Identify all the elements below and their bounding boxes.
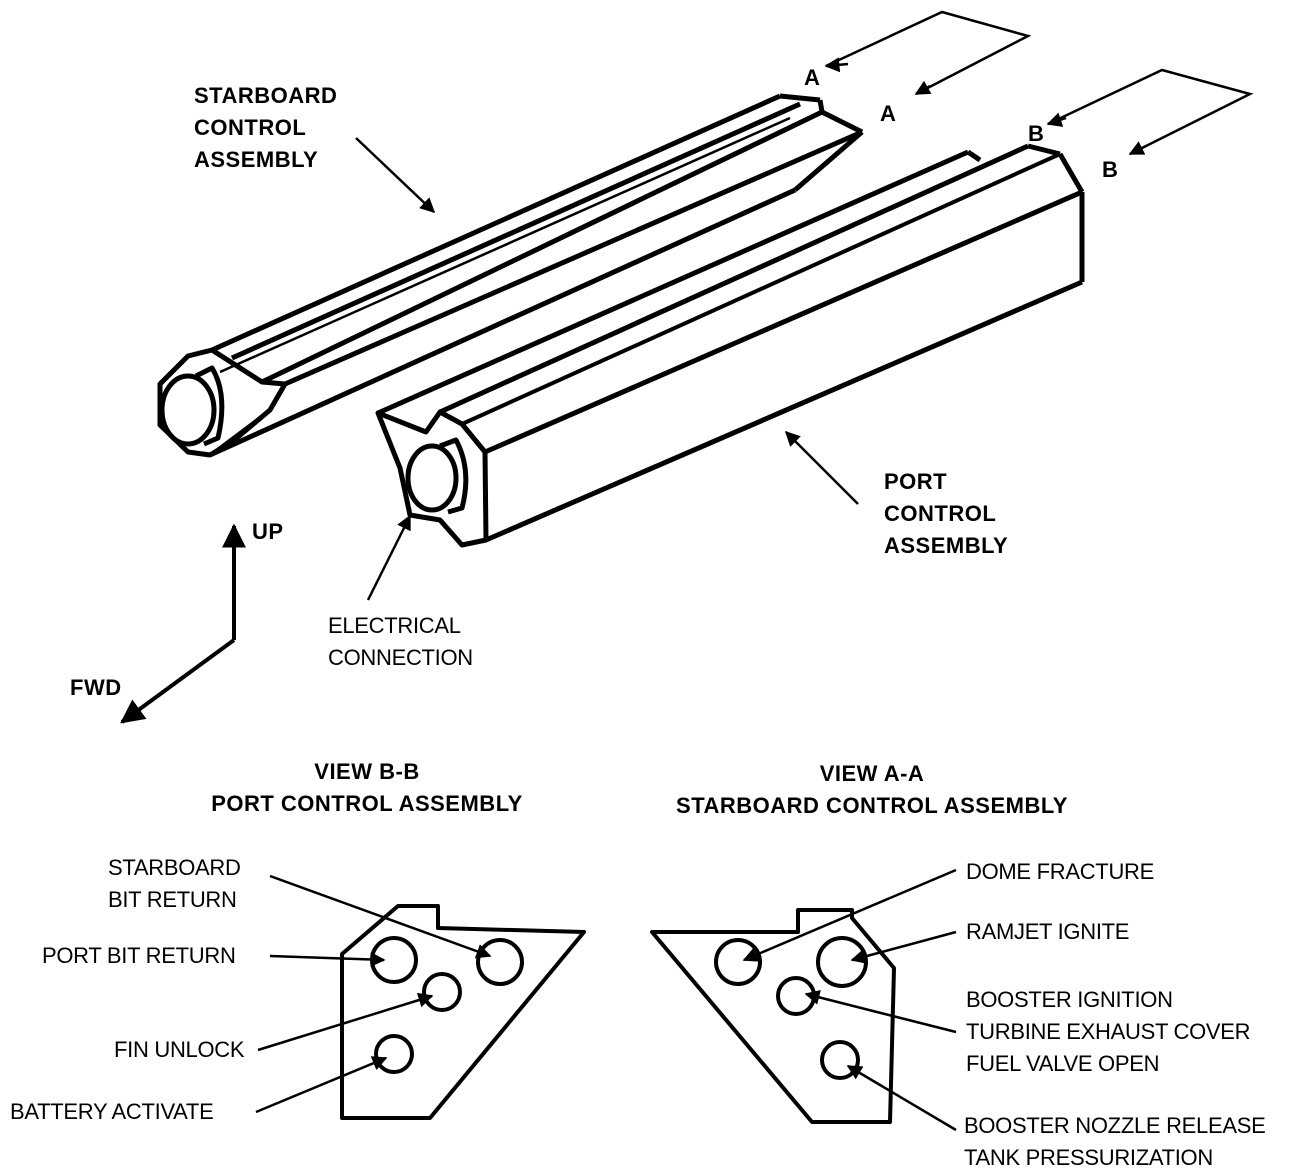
electrical-connection-label: ELECTRICAL CONNECTION [328,610,473,674]
view-aa-title-line1: VIEW A-A [819,761,925,786]
callout-booster-ignition-line3: FUEL VALVE OPEN [966,1051,1160,1076]
view-bb-title-line1: VIEW B-B [314,759,420,784]
callout-starboard-bit-return-line2: BIT RETURN [108,887,237,912]
port-assembly-label-line1: PORT [884,469,948,494]
view-bb-title-line2: PORT CONTROL ASSEMBLY [211,791,523,816]
view-aa-title-line2: STARBOARD CONTROL ASSEMBLY [676,793,1068,818]
leader-lines-upper [355,137,859,601]
callout-ramjet-ignite: RAMJET IGNITE [966,919,1130,944]
electrical-connection-line1: ELECTRICAL [328,613,461,638]
callout-fin-unlock: FIN UNLOCK [114,1037,245,1062]
fwd-axis-label: FWD [70,675,122,700]
port-assembly-label: PORT CONTROL ASSEMBLY [884,466,1008,562]
callout-starboard-bit-return-line1: STARBOARD [108,855,241,880]
callout-port-bit-return: PORT BIT RETURN [42,943,236,968]
callout-battery-activate: BATTERY ACTIVATE [10,1099,214,1124]
section-b-marker-top: B [1028,121,1045,146]
port-assembly-label-line3: ASSEMBLY [884,533,1009,558]
callout-booster-ignition-line2: TURBINE EXHAUST COVER [966,1019,1251,1044]
port-assembly-drawing [375,143,1085,548]
electrical-connection-line2: CONNECTION [328,645,473,670]
view-bb-leaders [255,874,492,1114]
starboard-assembly-label-line3: ASSEMBLY [194,147,319,172]
section-a-marker-top: A [804,65,821,90]
view-aa-section [650,908,896,1124]
orientation-axis [120,523,246,724]
up-axis-label: UP [252,519,284,544]
section-a-marker-bottom: A [880,101,897,126]
callout-booster-ignition-line1: BOOSTER IGNITION [966,987,1173,1012]
port-assembly-label-line2: CONTROL [884,501,997,526]
callout-booster-nozzle-release-line1: BOOSTER NOZZLE RELEASE [964,1113,1266,1138]
starboard-assembly-label-line2: CONTROL [194,115,307,140]
callout-booster-nozzle-release: BOOSTER NOZZLE RELEASE TANK PRESSURIZATI… [964,1110,1266,1168]
starboard-assembly-label: STARBOARD CONTROL ASSEMBLY [194,80,337,176]
section-cut-lines [824,10,1254,156]
section-b-marker-bottom: B [1102,157,1119,182]
callout-dome-fracture: DOME FRACTURE [966,859,1154,884]
view-bb-title: VIEW B-B PORT CONTROL ASSEMBLY [194,756,540,820]
callout-starboard-bit-return: STARBOARD BIT RETURN [108,852,241,916]
starboard-assembly-label-line1: STARBOARD [194,83,338,108]
view-aa-title: VIEW A-A STARBOARD CONTROL ASSEMBLY [652,758,1092,822]
callout-booster-nozzle-release-line2: TANK PRESSURIZATION [964,1145,1213,1168]
callout-booster-ignition: BOOSTER IGNITION TURBINE EXHAUST COVER F… [966,984,1251,1080]
starboard-assembly-drawing [157,93,864,458]
view-aa-leaders [742,868,957,1132]
